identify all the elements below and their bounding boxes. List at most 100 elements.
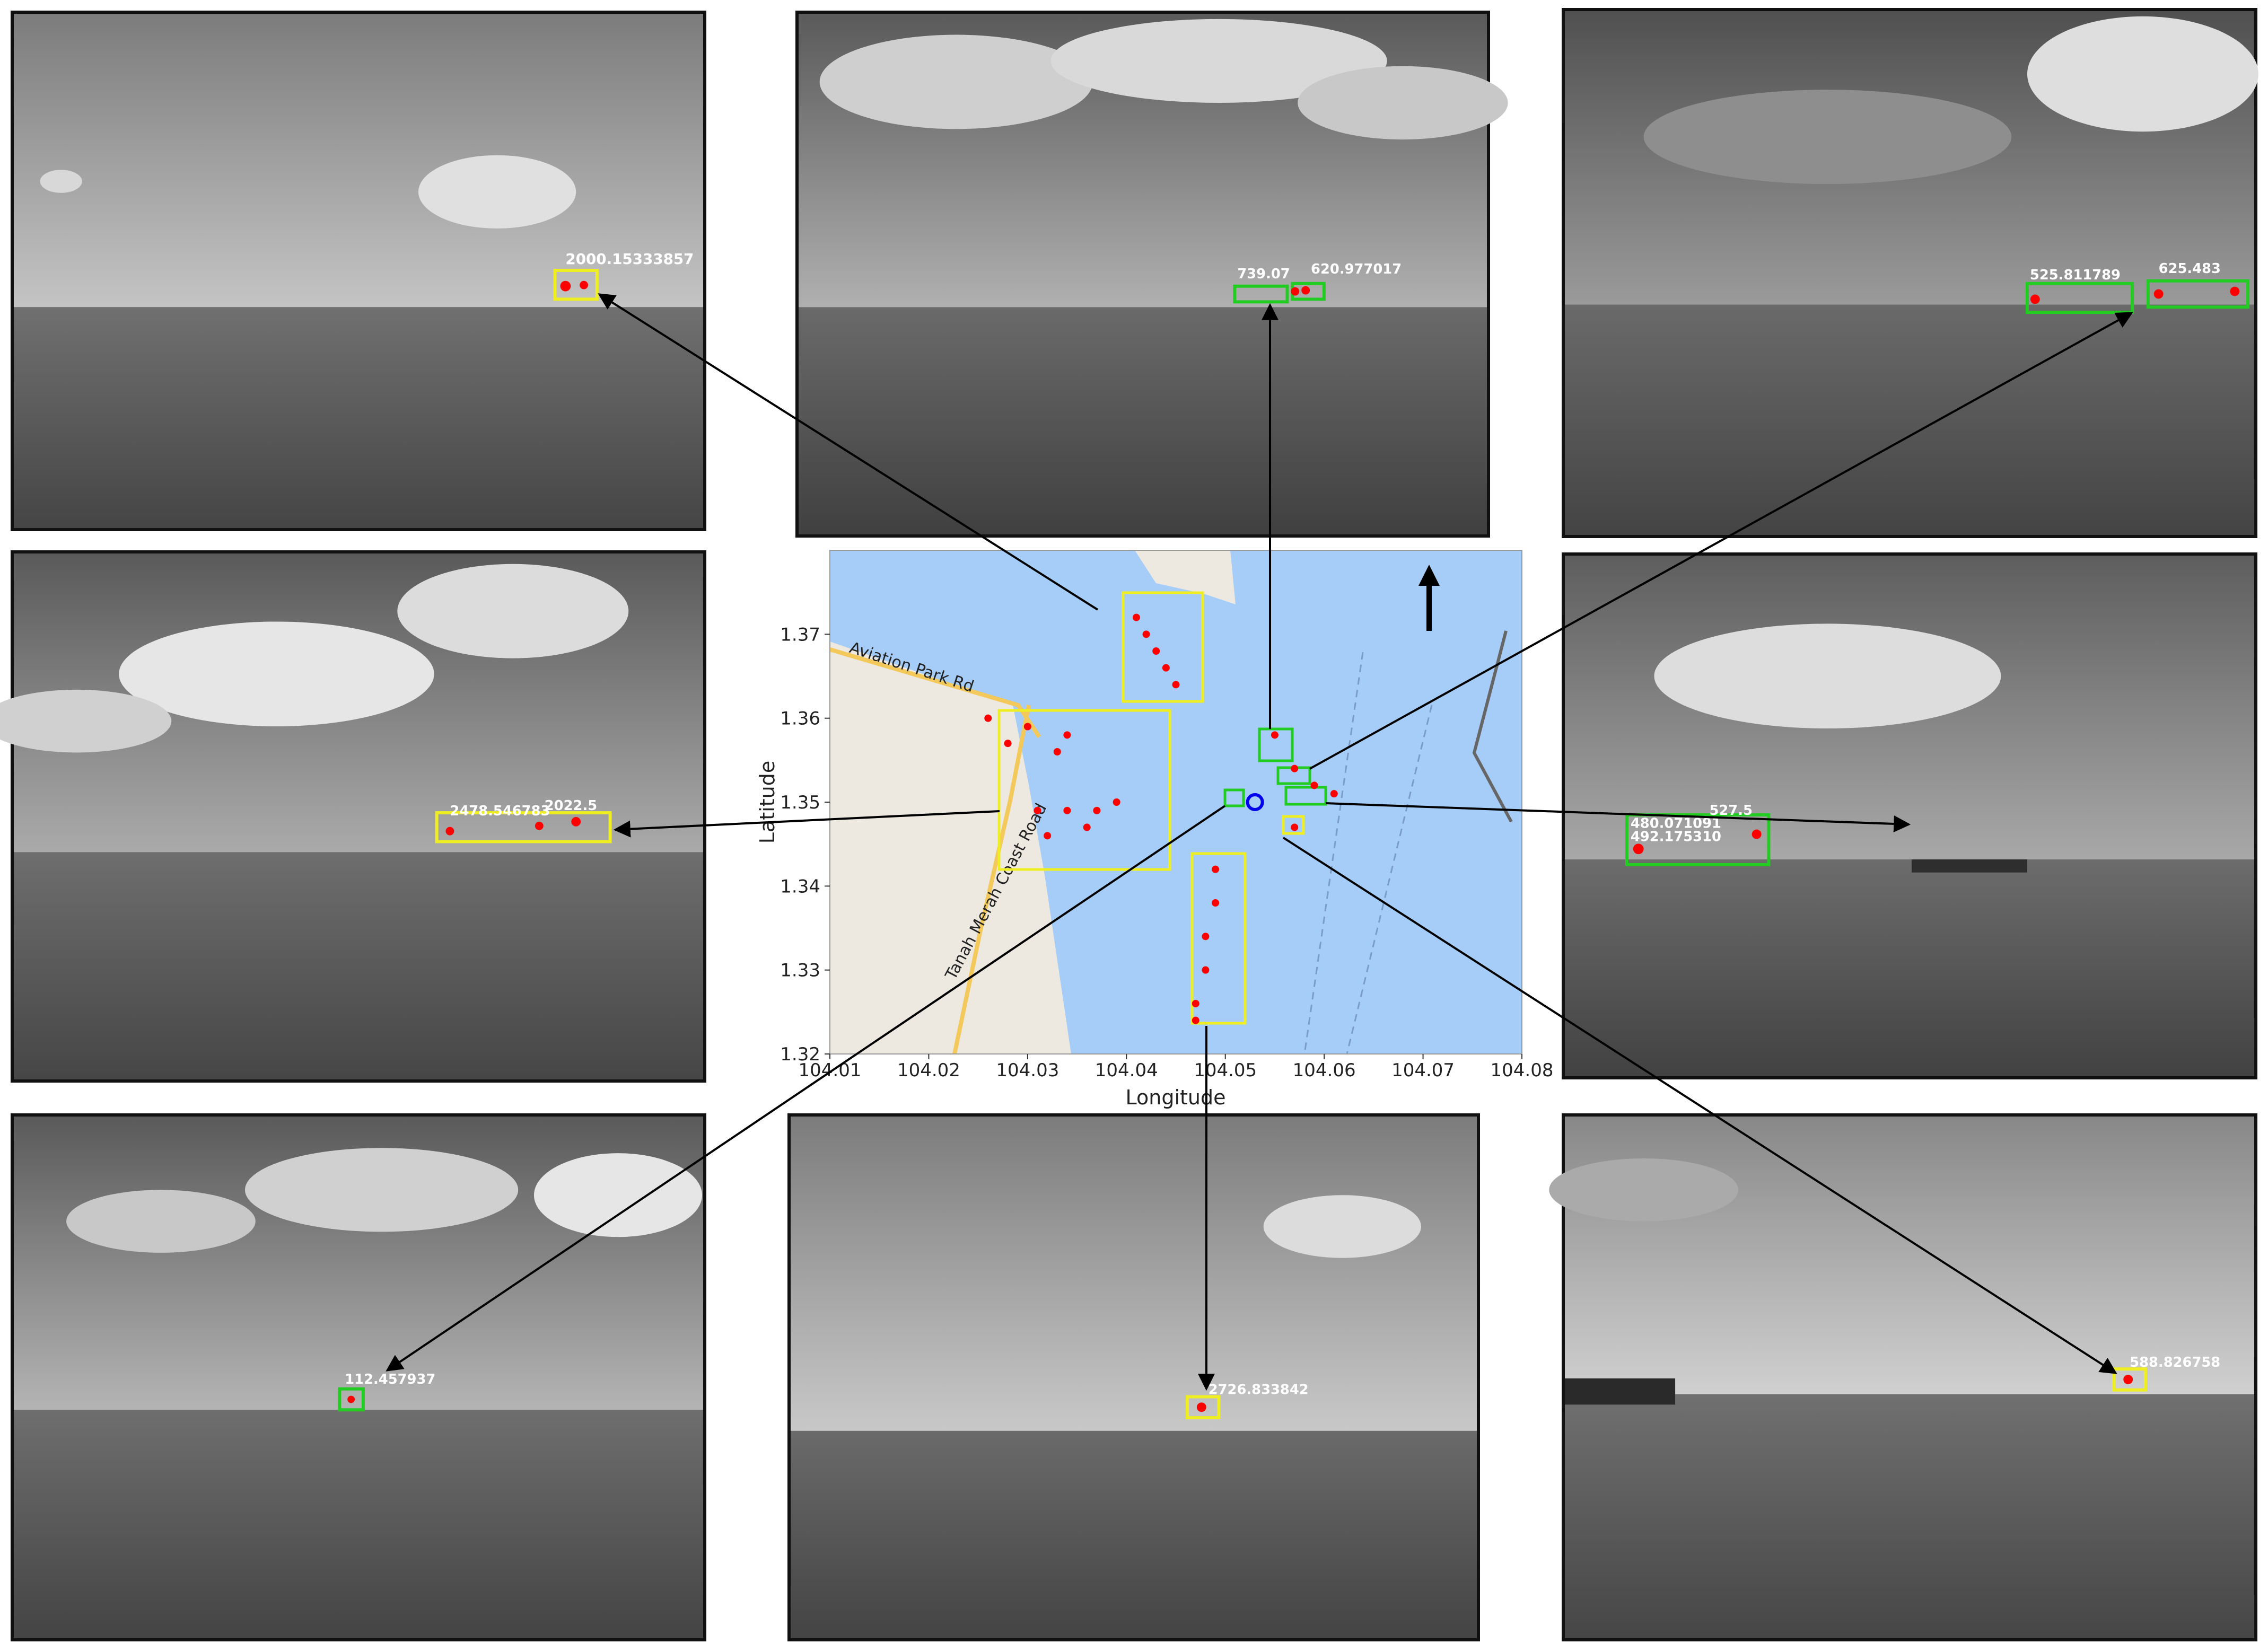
track-point [1023, 723, 1031, 731]
track-point [984, 714, 992, 722]
detection-label: 2726.833842 [1209, 1382, 1309, 1398]
track-point [1212, 865, 1220, 873]
track-point [2153, 289, 2164, 299]
x-tick-label: 104.05 [1194, 1060, 1257, 1081]
track-point [1132, 613, 1140, 621]
detection-box [1282, 815, 1305, 835]
detection-box [1233, 284, 1289, 304]
track-point [1301, 286, 1310, 295]
track-point [1063, 806, 1071, 814]
detection-label: 112.457937 [345, 1372, 435, 1387]
camera-image: 588.826758 [1549, 1117, 2254, 1638]
detection-box [338, 1387, 365, 1412]
track-point [2230, 286, 2240, 296]
detection-box [1258, 727, 1294, 762]
camera-image: 739.07 620.977017 [799, 14, 1508, 534]
camera-panel-top-right: 525.811789 625.483 [1562, 8, 2258, 538]
x-tick-label: 104.08 [1491, 1060, 1554, 1081]
track-point [1202, 966, 1210, 974]
track-point [445, 827, 454, 836]
camera-panel-middle-left: 2478.546783 2022.5 [0, 550, 706, 1083]
y-tick-label: 1.37 [780, 624, 820, 645]
track-point [1004, 740, 1012, 748]
x-tick-label: 104.04 [1095, 1060, 1158, 1081]
x-axis-label: Longitude [1126, 1086, 1226, 1109]
track-point [347, 1395, 355, 1403]
track-point [1113, 798, 1120, 806]
camera-image: 2726.833842 [791, 1117, 1477, 1638]
camera-panel-middle-right: 527.5 480.071091 492.175310 [1562, 552, 2257, 1079]
camera-panel-top-center: 739.07 620.977017 [795, 11, 1508, 538]
camera-image: 527.5 480.071091 492.175310 [1565, 556, 2254, 1076]
detection-label: 2000.15333857 [565, 250, 694, 268]
x-tick-label: 104.03 [996, 1060, 1059, 1081]
map-plot: Aviation Park Rd Tanah Merah Coast Road … [742, 546, 1553, 1119]
track-point [1034, 806, 1041, 814]
track-point [1044, 832, 1052, 840]
detection-box [1284, 786, 1327, 806]
track-point [580, 280, 589, 289]
track-point [1633, 843, 1644, 855]
detection-box [1122, 591, 1204, 703]
y-tick-label: 1.36 [780, 708, 820, 730]
detection-label: 588.826758 [2130, 1355, 2220, 1370]
camera-panel-bottom-left: 112.457937 [11, 1113, 706, 1641]
detection-label: 739.07 [1237, 266, 1290, 282]
track-point [1192, 1000, 1199, 1007]
track-point [1093, 806, 1101, 814]
camera-panel-bottom-right: 588.826758 [1549, 1113, 2257, 1641]
camera-panel-top-left: 2000.15333857 [11, 11, 706, 531]
y-tick-label: 1.34 [780, 876, 820, 897]
detection-label: 2022.5 [545, 798, 597, 814]
track-point [571, 816, 581, 827]
track-point [1053, 748, 1061, 755]
detection-label: 2478.546783 [450, 803, 550, 819]
track-point [1196, 1402, 1206, 1412]
track-point [1310, 781, 1318, 789]
detection-box [2112, 1367, 2147, 1392]
detection-label: 625.483 [2159, 261, 2221, 277]
track-point [1162, 664, 1170, 672]
detection-box [2146, 279, 2250, 309]
track-point [1142, 630, 1150, 638]
x-tick-label: 104.07 [1391, 1060, 1455, 1081]
track-point [560, 280, 571, 292]
y-tick-label: 1.33 [780, 960, 820, 981]
map-svg: Aviation Park Rd Tanah Merah Coast Road … [756, 550, 1553, 1109]
detection-box [1186, 1395, 1221, 1420]
detection-label: 492.175310 [1631, 829, 1721, 845]
track-point [2123, 1375, 2133, 1384]
camera-image: 2000.15333857 [14, 14, 703, 528]
track-point [1291, 287, 1300, 296]
camera-image: 525.811789 625.483 [1565, 11, 2258, 535]
y-axis-label: Latitude [756, 761, 779, 843]
track-point [1063, 731, 1071, 739]
track-point [1202, 933, 1210, 941]
detection-box [1223, 788, 1245, 807]
track-point [1083, 823, 1091, 831]
camera-image: 112.457937 [14, 1117, 703, 1638]
track-point [1291, 765, 1299, 772]
y-tick-label: 1.32 [780, 1044, 820, 1065]
land-area [1135, 550, 1236, 604]
camera-image: 2478.546783 2022.5 [0, 553, 703, 1079]
y-tick-label: 1.35 [780, 792, 820, 813]
track-point [535, 821, 544, 830]
detection-box [553, 269, 599, 301]
detection-label: 525.811789 [2030, 267, 2121, 283]
x-tick-label: 104.06 [1293, 1060, 1356, 1081]
x-tick-label: 104.02 [897, 1060, 960, 1081]
track-point [1752, 829, 1762, 839]
track-point [1212, 899, 1220, 907]
track-point [1291, 823, 1299, 831]
road [829, 647, 1041, 739]
track-point [2030, 294, 2040, 304]
detection-label: 620.977017 [1311, 261, 1402, 277]
track-point [1152, 647, 1160, 655]
track-point [1192, 1016, 1199, 1024]
camera-panel-bottom-center: 2726.833842 [787, 1113, 1480, 1641]
track-point [1172, 681, 1180, 689]
ego-position-point [1246, 793, 1264, 811]
track-point [1330, 790, 1338, 798]
